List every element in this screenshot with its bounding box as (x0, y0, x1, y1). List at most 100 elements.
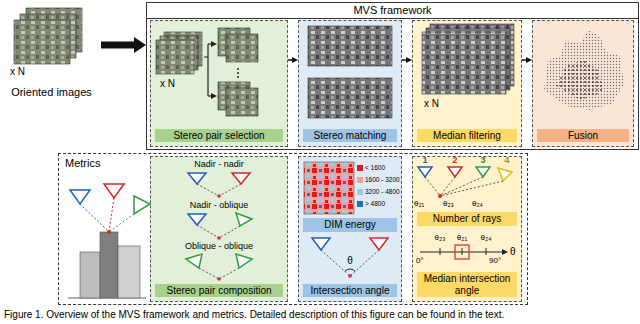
aerial-image (14, 20, 70, 64)
step-label: Number of rays (417, 212, 517, 226)
flow-arrow (522, 59, 526, 61)
ray (80, 204, 109, 232)
legend-row: 3200 - 4800 (357, 188, 400, 195)
flow-arrow (101, 42, 134, 49)
ray (425, 177, 503, 196)
process-panel: Median filtering (412, 20, 522, 147)
step-label: Median intersection angle (417, 272, 517, 297)
legend-swatch (357, 177, 363, 183)
metric-panel: Stereo pair composition (150, 156, 288, 302)
ellipsis-dot (237, 68, 239, 70)
angle-arc (345, 269, 355, 271)
median-box (455, 245, 469, 259)
metrics-box: MetricsStereo pair compositionDIM energy… (58, 153, 528, 305)
panel-fill (412, 156, 522, 302)
angle-axis (420, 251, 502, 252)
axis-label: 0° (416, 256, 424, 265)
process-panel: Stereo matching (298, 20, 402, 147)
ray (197, 184, 241, 196)
axis-symbol: θ (510, 246, 516, 258)
framework-title: MVS framework (147, 3, 638, 19)
legend-swatch (357, 165, 363, 171)
ray (197, 225, 240, 238)
process-panel: Fusion (532, 20, 634, 147)
legend-swatch (357, 189, 363, 195)
image-stack: Oriented images (2, 2, 101, 104)
camera (188, 173, 206, 184)
camera (70, 190, 90, 204)
angle-label: θ₂₃ (443, 199, 454, 208)
target-point (217, 194, 221, 198)
camera (370, 238, 388, 250)
depth-image (308, 78, 392, 118)
fan-arrow (208, 43, 211, 44)
camera (236, 254, 252, 268)
panel-fills (150, 20, 634, 302)
pair-label: Oblique - oblique (160, 241, 278, 251)
step-label: Median filtering (417, 129, 517, 143)
legend-row: > 4800 (357, 200, 385, 207)
metric-panel: Number of raysMedian intersection angle (412, 156, 522, 302)
panel-fill (150, 20, 288, 147)
legend-text: > 4800 (365, 200, 385, 207)
panel-fill (298, 20, 402, 147)
point-cloud (556, 60, 604, 100)
camera (236, 213, 252, 226)
flow-arrow (288, 59, 292, 61)
legend-swatch (357, 201, 363, 207)
depth-image (422, 32, 506, 94)
image-caption: Oriented images (2, 86, 101, 99)
tick-label: θ₂₁ (452, 233, 472, 242)
pair-image (226, 88, 258, 116)
fan-bracket (204, 44, 208, 96)
ellipsis-dot (237, 76, 239, 78)
aerial-image (156, 40, 194, 74)
target-point (107, 230, 111, 234)
angle-symbol: θ (344, 255, 356, 267)
step-label: DIM energy (303, 218, 397, 232)
camera (476, 167, 490, 177)
camera (312, 238, 330, 250)
step-label: Stereo matching (303, 129, 397, 143)
camera (232, 173, 250, 184)
tick-label: θ₂₃ (430, 233, 450, 242)
ray (109, 214, 134, 232)
metrics-title: Metrics (65, 157, 100, 170)
camera (188, 214, 206, 225)
target-point (438, 194, 442, 198)
panel-fill (150, 156, 288, 302)
pair-image (226, 34, 258, 62)
building (118, 246, 140, 298)
panel-fill (412, 20, 522, 147)
depth-image (308, 26, 392, 66)
target-point (348, 274, 352, 278)
camera (418, 167, 432, 177)
tick-label: θ₂₄ (476, 233, 496, 242)
pair-label: Nadir - nadir (160, 159, 278, 169)
metric-panel: DIM energyIntersection angle (298, 156, 402, 302)
target-point (217, 236, 221, 240)
camera (104, 184, 124, 198)
ray (109, 198, 114, 232)
axis-tick (440, 248, 486, 255)
ellipsis-dot (237, 72, 239, 74)
legend-row: 1600 - 3200 (357, 176, 400, 183)
step-label: Fusion (537, 129, 629, 143)
count-label: x N (10, 66, 25, 78)
angle-label: θ₂₁ (414, 199, 424, 208)
building (100, 232, 118, 298)
camera (498, 168, 512, 181)
legend-text: < 1600 (365, 164, 385, 171)
ray (321, 250, 379, 276)
step-label: Stereo pair selection (155, 129, 283, 143)
step-label: Intersection angle (303, 284, 397, 298)
figure-caption: Figure 1. Overview of the MVS framework … (4, 309, 504, 321)
target-point (217, 277, 221, 281)
camera (186, 254, 202, 268)
legend-text: 3200 - 4800 (365, 188, 400, 195)
count-label: x N (424, 98, 439, 110)
building (80, 252, 100, 298)
pair-label: Nadir - oblique (160, 200, 278, 210)
energy-map (304, 162, 354, 214)
legend-row: < 1600 (357, 164, 385, 171)
